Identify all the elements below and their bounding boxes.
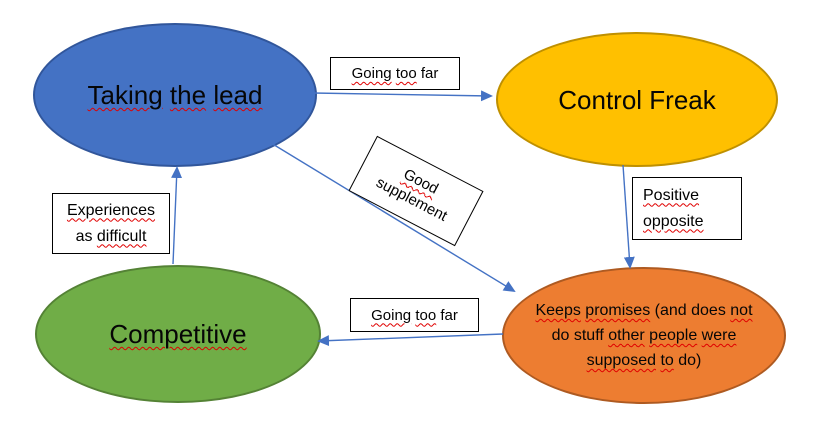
node-competitive[interactable]: Competitive xyxy=(35,265,321,403)
edge-label-going-too-far-top-text: Going too far xyxy=(352,65,439,82)
edge-label-positive-opposite-text: Positive opposite xyxy=(643,183,704,235)
edge-label-going-too-far-top[interactable]: Going too far xyxy=(330,57,460,90)
arrow-keeps-promises-to-competitive[interactable] xyxy=(317,333,504,347)
node-control-freak-label: Control Freak xyxy=(558,85,716,115)
node-keeps-promises-label: Keeps promises (and does not do stuff ot… xyxy=(521,298,766,373)
text-segment: Control Freak xyxy=(558,84,716,115)
misspelled-word: lead xyxy=(213,80,263,110)
misspelled-word: too xyxy=(395,65,417,82)
misspelled-word: difficult xyxy=(96,227,147,245)
misspelled-word: Competitive xyxy=(109,319,247,349)
node-control-freak[interactable]: Control Freak xyxy=(496,32,778,167)
text-segment: far xyxy=(436,306,458,324)
edge-label-experiences-as-difficult[interactable]: Experiences as difficult xyxy=(52,193,170,254)
misspelled-word: Experiences xyxy=(66,201,156,219)
misspelled-word: promises xyxy=(585,302,651,319)
arrow-competitive-to-taking-lead[interactable] xyxy=(171,166,183,265)
text-segment: (and does xyxy=(650,302,731,319)
edge-label-going-too-far-bottom[interactable]: Going too far xyxy=(350,298,479,332)
text-segment: far xyxy=(416,65,439,82)
misspelled-word: opposite xyxy=(643,212,704,230)
arrow-taking-lead-to-control-freak[interactable] xyxy=(312,90,493,102)
misspelled-word: too xyxy=(415,306,437,324)
misspelled-word: people xyxy=(649,327,698,344)
arrow-taking-lead-to-keeps-promises[interactable] xyxy=(270,142,516,293)
misspelled-word: Going xyxy=(351,65,392,82)
edge-label-experiences-as-difficult-text: Experiences as difficult xyxy=(67,198,155,250)
misspelled-word: Keeps xyxy=(535,302,581,319)
misspelled-word: were xyxy=(701,327,737,344)
misspelled-word: supposed xyxy=(586,352,656,369)
text-segment: do stuff xyxy=(551,327,609,344)
text-segment: do) xyxy=(673,352,702,369)
misspelled-word: Taking xyxy=(87,80,163,110)
misspelled-word: not xyxy=(730,302,753,319)
misspelled-word: Positive xyxy=(643,186,700,204)
node-taking-the-lead[interactable]: Taking the lead xyxy=(33,23,317,167)
misspelled-word: the xyxy=(169,80,207,110)
node-taking-the-lead-label: Taking the lead xyxy=(88,80,263,110)
text-segment: as xyxy=(75,227,97,245)
edge-label-positive-opposite[interactable]: Positive opposite xyxy=(632,177,742,240)
node-competitive-label: Competitive xyxy=(109,319,246,349)
edge-label-going-too-far-bottom-text: Going too far xyxy=(371,307,458,324)
misspelled-word: to xyxy=(660,352,674,369)
misspelled-word: Going xyxy=(371,306,412,324)
node-keeps-promises[interactable]: Keeps promises (and does not do stuff ot… xyxy=(502,267,786,404)
arrow-control-freak-to-keeps-promises[interactable] xyxy=(622,164,635,269)
misspelled-word: other xyxy=(608,327,645,344)
